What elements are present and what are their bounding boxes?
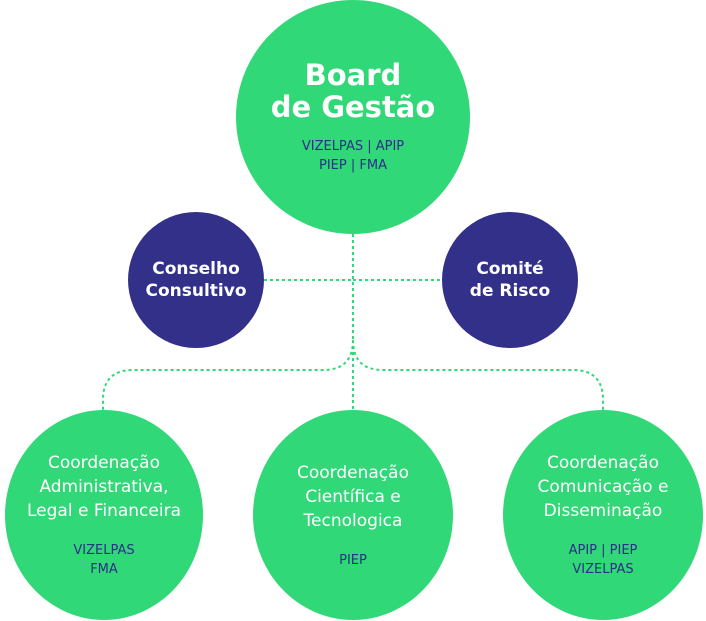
coordenacao-administrativa-node: Coordenação Administrativa, Legal e Fina… (5, 410, 203, 620)
coordenacao-comunicacao-node: Coordenação Comunicação e Disseminação A… (503, 410, 703, 620)
coord-cient-title-line-2: Científica e (305, 486, 401, 507)
comite-title-line-2: de Risco (469, 281, 551, 301)
conselho-title-line-1: Conselho (152, 259, 240, 279)
coord-com-members-line-2: VIZELPAS (572, 562, 634, 577)
conselho-title-line-2: Consultivo (145, 281, 247, 301)
coord-admin-title-line-3: Legal e Financeira (27, 501, 181, 521)
coord-admin-members-line-1: VIZELPAS (73, 543, 135, 558)
board-title-line-2: de Gestão (270, 90, 436, 124)
coord-admin-members-line-2: FMA (90, 562, 118, 577)
coord-admin-title-line-2: Administrativa, (39, 477, 169, 497)
board-members-line-1: VIZELPAS | APIP (301, 139, 405, 154)
coordenacao-cientifica-node: Coordenação Científica e Tecnologica PIE… (253, 410, 453, 620)
coord-admin-members: VIZELPAS FMA (73, 541, 134, 579)
coord-com-members: APIP | PIEP VIZELPAS (569, 541, 638, 579)
coord-admin-title-line-1: Coordenação (48, 453, 160, 473)
coord-cient-members: PIEP (339, 551, 367, 570)
board-title-line-1: Board (304, 58, 402, 92)
comite-title-line-1: Comité (476, 259, 544, 279)
coord-cient-members-line-1: PIEP (339, 552, 367, 568)
coord-cient-title-line-3: Tecnologica (303, 510, 403, 531)
coord-com-title-line-3: Disseminação (543, 501, 663, 521)
comite-de-risco-node: Comité de Risco (442, 212, 578, 348)
board-members: VIZELPAS | APIP PIEP | FMA (302, 137, 404, 175)
connector-left-branch (102, 339, 354, 412)
coord-cient-title-line-1: Coordenação (297, 462, 409, 483)
conselho-consultivo-node: Conselho Consultivo (128, 212, 264, 348)
connector-right-branch (352, 339, 604, 412)
coord-com-title-line-1: Coordenação (547, 453, 659, 473)
board-members-line-2: PIEP | FMA (319, 158, 387, 173)
coord-com-title-line-2: Comunicação e (537, 477, 669, 497)
coord-com-members-line-1: APIP | PIEP (568, 543, 638, 558)
board-de-gestao-node: Board de Gestão VIZELPAS | APIP PIEP | F… (236, 0, 470, 234)
